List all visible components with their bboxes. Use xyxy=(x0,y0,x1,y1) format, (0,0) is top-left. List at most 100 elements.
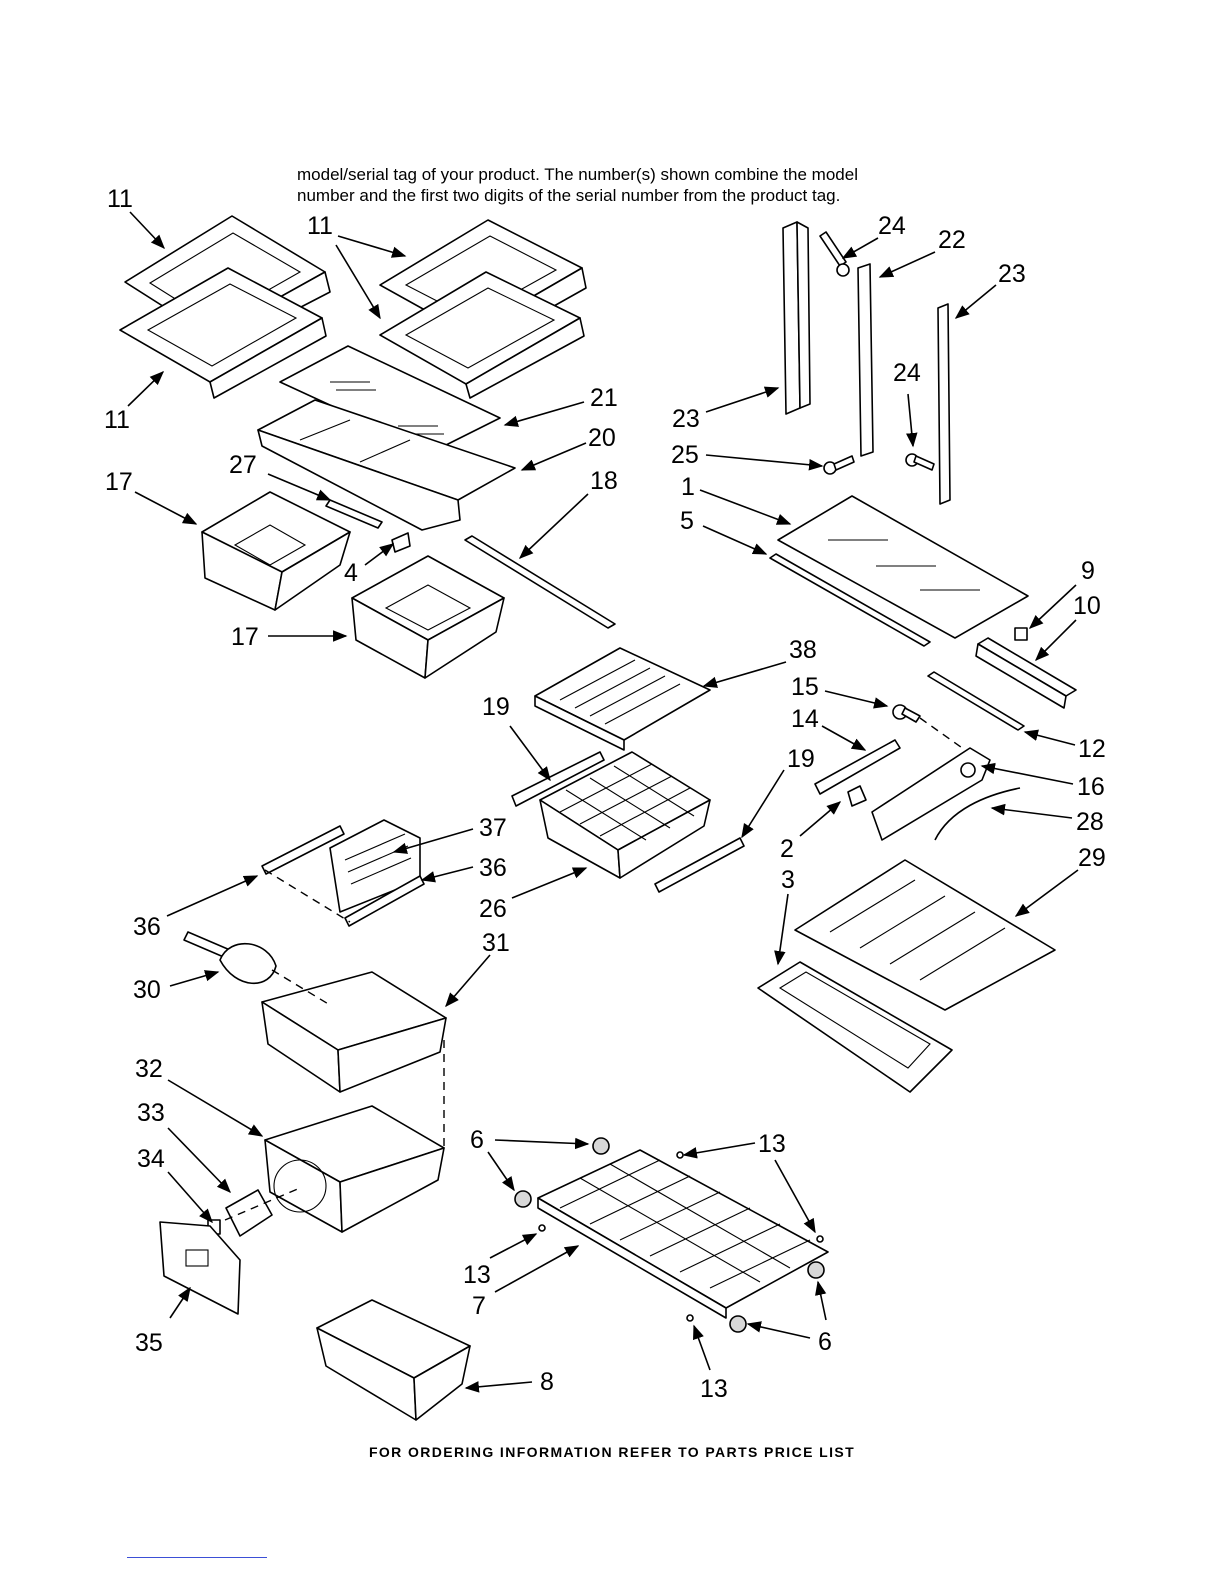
alignment-line-rail-36 xyxy=(264,869,351,923)
callout-9: 9 xyxy=(1081,557,1095,585)
part-gasket-strip-18 xyxy=(464,535,616,629)
part-rail-36-left xyxy=(261,825,345,875)
part-front-35 xyxy=(159,1221,241,1315)
part-ice-scoop-30 xyxy=(183,931,277,985)
part-clip-4 xyxy=(391,532,411,553)
part-bracket-10 xyxy=(975,637,1077,709)
part-roller-6 xyxy=(514,1137,825,1333)
part-wire-basket-7 xyxy=(537,1149,829,1319)
callout-17: 17 xyxy=(231,623,259,651)
header-note: model/serial tag of your product. The nu… xyxy=(297,164,997,206)
part-wire-28 xyxy=(934,787,1021,841)
part-screw-24 xyxy=(819,231,850,277)
header-line-2: number and the first two digits of the s… xyxy=(297,186,841,205)
part-shelf-frame-left-lower xyxy=(119,267,327,399)
callout-15: 15 xyxy=(791,673,819,701)
callout-24: 24 xyxy=(878,212,906,240)
part-shelf-rail-23-left xyxy=(782,221,811,415)
part-slide-rail-19-left xyxy=(511,751,605,807)
callout-27: 27 xyxy=(229,451,257,479)
callout-36: 36 xyxy=(479,854,507,882)
callout-33: 33 xyxy=(137,1099,165,1127)
callout-21: 21 xyxy=(590,384,618,412)
part-screw-25 xyxy=(823,455,855,475)
callout-20: 20 xyxy=(588,424,616,452)
callout-2: 2 xyxy=(780,835,794,863)
part-pin-13 xyxy=(538,1151,824,1322)
part-shelf-frame-right-lower xyxy=(379,271,585,399)
callout-1: 1 xyxy=(681,473,695,501)
ordering-info-note: FOR ORDERING INFORMATION REFER TO PARTS … xyxy=(368,1444,856,1460)
callout-31: 31 xyxy=(482,929,510,957)
part-auger-33 xyxy=(225,1189,273,1237)
callout-5: 5 xyxy=(680,507,694,535)
callout-32: 32 xyxy=(135,1055,163,1083)
part-crisper-drawer-17-left xyxy=(201,491,351,611)
part-rail-36-right xyxy=(344,875,425,927)
leader-lines xyxy=(127,211,1079,1393)
callout-18: 18 xyxy=(590,467,618,495)
part-cover-3 xyxy=(757,961,953,1093)
callout-17: 17 xyxy=(105,468,133,496)
callout-13: 13 xyxy=(463,1261,491,1289)
callout-36: 36 xyxy=(133,913,161,941)
part-ice-bin-32 xyxy=(264,1105,445,1233)
callout-7: 7 xyxy=(472,1292,486,1320)
part-tray-38 xyxy=(534,647,711,751)
part-crisper-drawer-17-right xyxy=(351,555,505,679)
callout-25: 25 xyxy=(671,441,699,469)
part-rod-12 xyxy=(927,671,1025,731)
callout-34: 34 xyxy=(137,1145,165,1173)
part-clip-27 xyxy=(325,499,383,529)
part-shelf-rail-22 xyxy=(857,263,874,457)
callout-38: 38 xyxy=(789,636,817,664)
part-shelf-rail-23-right xyxy=(937,303,951,505)
callout-11: 11 xyxy=(107,185,133,213)
callout-19: 19 xyxy=(787,745,815,773)
callout-24: 24 xyxy=(893,359,921,387)
callout-23: 23 xyxy=(998,260,1026,288)
part-wire-basket-26 xyxy=(539,751,711,879)
alignment-line-scoop-bin xyxy=(271,969,331,1006)
alignment-line-screw-15 xyxy=(919,717,966,751)
part-bin-8 xyxy=(316,1299,471,1421)
callout-3: 3 xyxy=(781,866,795,894)
part-screw-15 xyxy=(892,704,921,723)
callout-13: 13 xyxy=(758,1130,786,1158)
callout-19: 19 xyxy=(482,693,510,721)
callout-30: 30 xyxy=(133,976,161,1004)
callout-11: 11 xyxy=(307,212,333,240)
callout-16: 16 xyxy=(1077,773,1105,801)
callout-12: 12 xyxy=(1078,735,1106,763)
callout-35: 35 xyxy=(135,1329,163,1357)
callout-14: 14 xyxy=(791,705,819,733)
callout-37: 37 xyxy=(479,814,507,842)
page-rule xyxy=(127,1557,267,1558)
part-pan-29 xyxy=(794,859,1056,1011)
part-slide-rail-19-right xyxy=(654,837,745,893)
part-crisper-cover-frame-20 xyxy=(257,399,516,531)
callout-13: 13 xyxy=(700,1375,728,1403)
callout-10: 10 xyxy=(1073,592,1101,620)
callout-26: 26 xyxy=(479,895,507,923)
callout-6: 6 xyxy=(818,1328,832,1356)
callout-11: 11 xyxy=(104,406,130,434)
part-housing-16 xyxy=(871,747,991,841)
part-trim-5 xyxy=(769,553,931,647)
part-ice-bin-31 xyxy=(261,971,447,1093)
header-line-1: model/serial tag of your product. The nu… xyxy=(297,165,858,184)
part-slide-14 xyxy=(814,739,901,795)
part-clip-2 xyxy=(847,785,867,807)
callout-22: 22 xyxy=(938,226,966,254)
callout-labels: 11 11 11 17 27 21 20 18 4 17 24 22 23 24… xyxy=(104,185,1106,1403)
part-screw-24-lower xyxy=(905,453,935,471)
callout-28: 28 xyxy=(1076,808,1104,836)
callout-4: 4 xyxy=(344,559,358,587)
callout-29: 29 xyxy=(1078,844,1106,872)
callout-23: 23 xyxy=(672,405,700,433)
part-glass-shelf-1 xyxy=(777,495,1029,639)
callout-8: 8 xyxy=(540,1368,554,1396)
callout-6: 6 xyxy=(470,1126,484,1154)
part-clip-9 xyxy=(1014,627,1028,641)
